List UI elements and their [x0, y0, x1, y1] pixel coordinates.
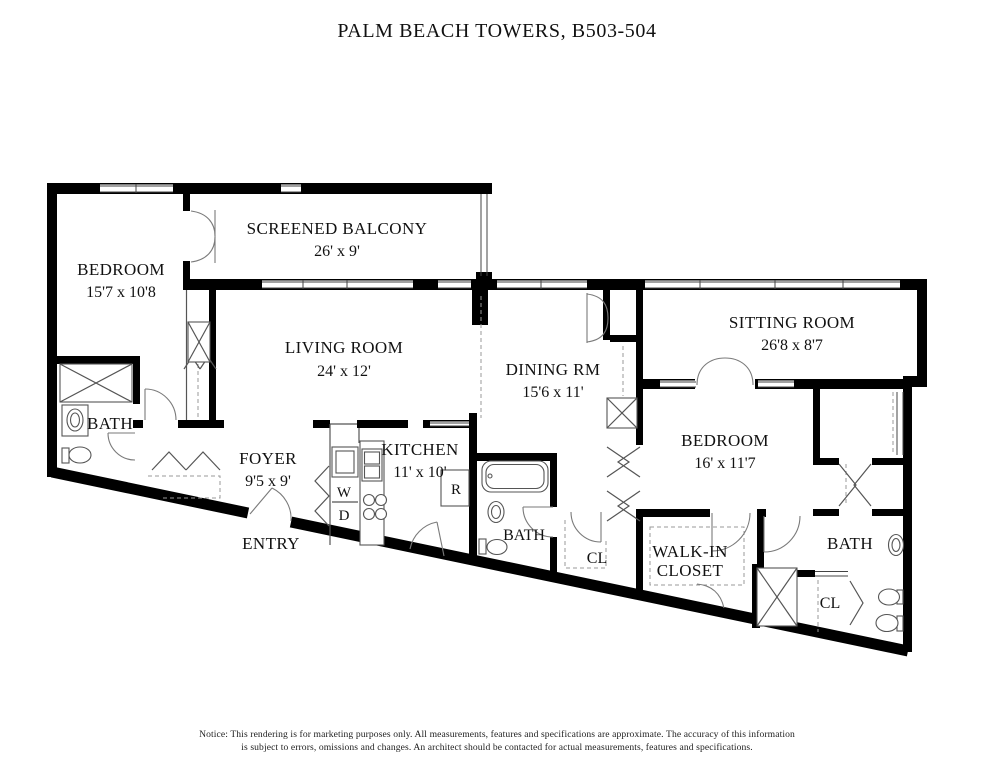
living-dims: 24' x 12': [317, 363, 371, 380]
laundry-bifold: [314, 465, 330, 527]
page-title: PALM BEACH TOWERS, B503-504: [337, 20, 656, 42]
sitting-dims: 26'8 x 8'7: [761, 337, 823, 354]
bath3-door: [763, 515, 801, 553]
kitchen-label: KITCHEN: [381, 440, 458, 459]
dining-french-doors: [586, 293, 609, 343]
dashed-lines: [148, 296, 894, 632]
kitchen-dims: 11' x 10': [393, 464, 446, 481]
refrigerator-label: R: [451, 482, 461, 498]
sitting-window: [645, 280, 900, 289]
washer-dryer: [329, 424, 360, 545]
bath2-sink: [487, 500, 505, 524]
suite-closet-bifolds: [838, 463, 872, 507]
closet-right-door: [849, 580, 864, 626]
doors: [107, 210, 864, 626]
dining-label: DINING RM: [506, 360, 601, 379]
washer-label: W: [337, 485, 352, 501]
bedroom1-dims: 15'7 x 10'8: [86, 284, 156, 301]
bath1-label: BATH: [87, 414, 133, 433]
balcony-top-window: [281, 184, 301, 193]
dryer-label: D: [339, 508, 350, 524]
bedroom1-door: [144, 388, 177, 421]
bath1-door: [107, 432, 136, 461]
balcony-screen: [480, 194, 488, 276]
bath2-label: BATH: [503, 527, 545, 544]
foyer-label: FOYER: [239, 449, 297, 468]
foyer-dims: 9'5 x 9': [245, 473, 291, 490]
kitchen-stove: [362, 493, 388, 521]
notice-line-2: is subject to errors, omissions and chan…: [241, 742, 753, 753]
bath2-door: [522, 506, 554, 538]
dining-dims: 15'6 x 11': [522, 384, 583, 401]
bedroom1-window: [100, 184, 173, 193]
bedroom2-double-doors: [696, 357, 754, 386]
bath3-sink: [887, 533, 905, 557]
suite-corridor-window: [896, 392, 904, 455]
landing-closet: [606, 397, 638, 429]
windows: [100, 184, 904, 455]
interior-walls: [47, 192, 908, 628]
living-label: LIVING ROOM: [285, 338, 403, 357]
kitchen-counter: [359, 440, 385, 546]
living-north-window: [262, 280, 471, 289]
bath2-tub: [481, 460, 549, 493]
balcony-label: SCREENED BALCONY: [247, 219, 428, 238]
fixtures: [59, 321, 905, 633]
hall-linen-closet: [187, 321, 211, 363]
notice-line-1: Notice: This rendering is for marketing …: [199, 729, 795, 740]
bath1-sink: [61, 404, 89, 437]
bath1-closet: [59, 363, 133, 403]
closet-right-label: CL: [820, 595, 840, 612]
entry-door: [249, 487, 292, 522]
balcony-french-doors: [190, 210, 216, 263]
closet-center-door: [570, 511, 602, 543]
hall-closet-bifold: [151, 451, 221, 471]
kitchen-door: [409, 521, 445, 557]
bedroom2-label: BEDROOM: [681, 431, 769, 450]
bifold-doors: [151, 355, 872, 527]
dining-window: [497, 280, 587, 289]
sitting-label: SITTING ROOM: [729, 313, 855, 332]
entry-label: ENTRY: [242, 534, 300, 553]
shower: [756, 567, 798, 627]
bath3-bidet: [875, 613, 904, 633]
closet-center-label: CL: [587, 550, 607, 567]
balcony-dims: 26' x 9': [314, 243, 360, 260]
walkin-label-2: CLOSET: [657, 561, 724, 580]
walkin-label-1: WALK-IN: [652, 542, 728, 561]
labels: PALM BEACH TOWERS, B503-504 SCREENED BAL…: [77, 20, 873, 753]
landing-closet-bifolds: [606, 446, 641, 522]
bedroom2-dims: 16' x 11'7: [694, 455, 755, 472]
bath3-label: BATH: [827, 534, 873, 553]
bedroom1-label: BEDROOM: [77, 260, 165, 279]
refrigerator-box: [440, 469, 470, 507]
walkin-door: [696, 512, 751, 609]
bath3-toilet: [877, 588, 904, 606]
bath1-toilet: [61, 446, 92, 464]
bath2-toilet: [478, 538, 508, 556]
